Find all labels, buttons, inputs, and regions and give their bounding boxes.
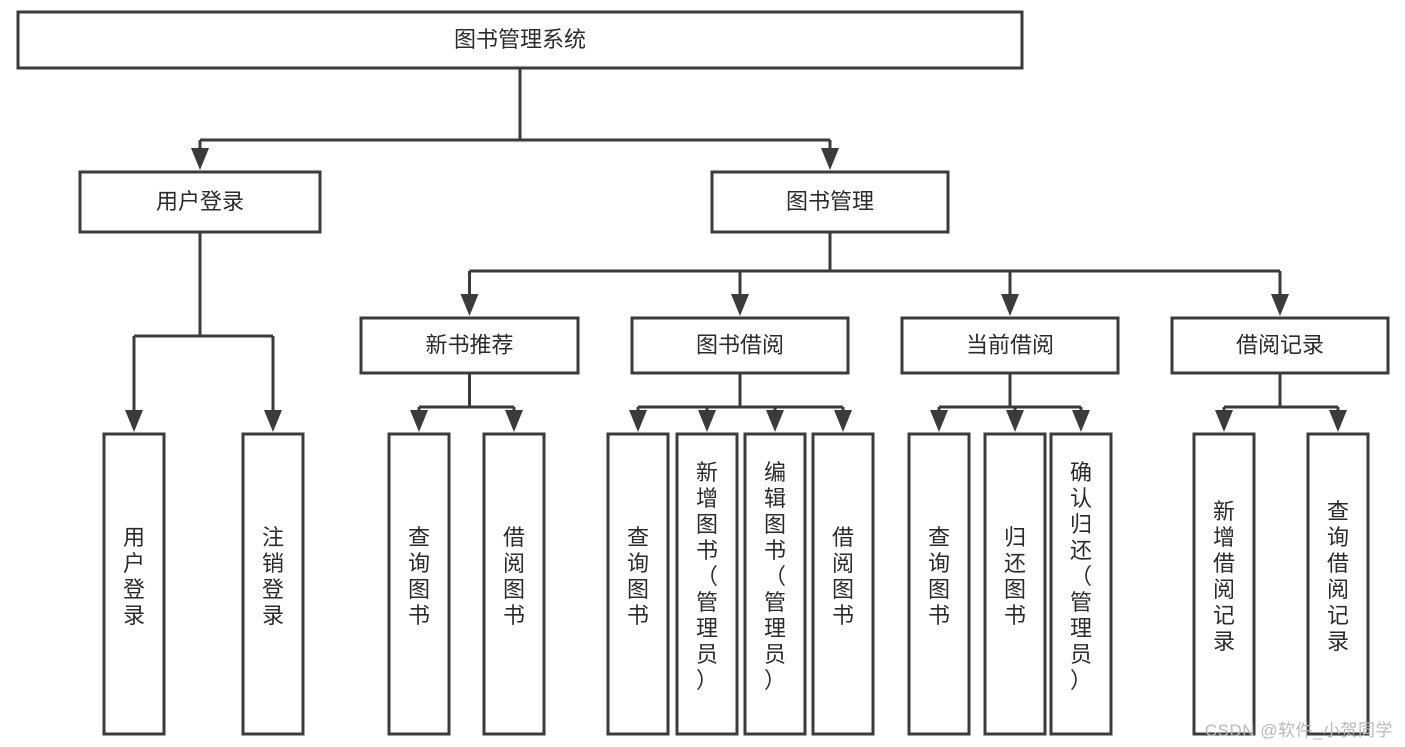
node-box-leaf-add-borrow-record[interactable] — [1192, 432, 1256, 736]
node-label-leaf-borrow-book: 借阅图书 — [832, 525, 854, 628]
node-label-leaf-return-book: 归还图书 — [1004, 525, 1026, 628]
node-box-leaf-query-book-recommend[interactable] — [387, 432, 451, 736]
leaf-node[interactable]: 查询借阅记录 — [1306, 432, 1370, 736]
arrow-head-icon — [930, 410, 948, 432]
level3-node[interactable]: 当前借阅 — [900, 316, 1120, 375]
arrow-head-icon — [834, 410, 852, 432]
node-box-leaf-return-book[interactable] — [983, 432, 1047, 736]
node-box-book-management[interactable] — [710, 170, 950, 234]
leaf-node[interactable]: 确认归还（管理员） — [1049, 432, 1113, 736]
node-label-new-book-recommend: 新书推荐 — [425, 332, 513, 357]
arrow-head-icon — [1215, 410, 1233, 432]
node-box-leaf-borrow-book[interactable] — [811, 432, 875, 736]
level3-node[interactable]: 借阅记录 — [1170, 316, 1390, 375]
node-box-leaf-query-borrow-record[interactable] — [1306, 432, 1370, 736]
leaf-node[interactable]: 查询图书 — [387, 432, 451, 736]
leaf-node[interactable]: 借阅图书 — [811, 432, 875, 736]
node-box-new-book-recommend[interactable] — [359, 316, 580, 375]
node-box-root[interactable] — [16, 10, 1024, 70]
node-label-leaf-logout: 注销登录 — [262, 525, 284, 628]
arrow-head-icon — [1001, 294, 1019, 316]
arrow-head-icon — [1006, 410, 1024, 432]
node-layer: 图书管理系统用户登录图书管理新书推荐图书借阅当前借阅借阅记录用户登录注销登录查询… — [16, 10, 1390, 736]
node-box-current-borrow[interactable] — [900, 316, 1120, 375]
node-box-leaf-add-book[interactable] — [675, 432, 739, 736]
leaf-node[interactable]: 归还图书 — [983, 432, 1047, 736]
node-label-leaf-borrow-book-recommend: 借阅图书 — [503, 525, 525, 628]
leaf-node[interactable]: 编辑图书（管理员） — [743, 432, 807, 736]
node-label-current-borrow: 当前借阅 — [966, 332, 1054, 357]
node-box-user-login[interactable] — [78, 170, 322, 234]
node-label-root: 图书管理系统 — [454, 27, 586, 52]
arrow-head-icon — [410, 410, 428, 432]
node-box-leaf-query-book-borrow[interactable] — [606, 432, 670, 736]
leaf-node[interactable]: 借阅图书 — [482, 432, 546, 736]
arrow-head-icon — [821, 148, 839, 170]
leaf-node[interactable]: 用户登录 — [102, 432, 166, 736]
root-node[interactable]: 图书管理系统 — [16, 10, 1024, 70]
node-label-leaf-query-book-borrow: 查询图书 — [627, 525, 649, 628]
arrow-head-icon — [731, 294, 749, 316]
arrow-head-icon — [629, 410, 647, 432]
level2-node[interactable]: 图书管理 — [710, 170, 950, 234]
node-label-user-login: 用户登录 — [156, 189, 244, 214]
node-box-leaf-query-book-current[interactable] — [907, 432, 971, 736]
node-label-leaf-query-book-recommend: 查询图书 — [408, 525, 430, 628]
node-label-leaf-query-book-current: 查询图书 — [928, 525, 950, 628]
node-label-borrow-record: 借阅记录 — [1236, 332, 1324, 357]
arrow-head-icon — [1271, 294, 1289, 316]
node-label-leaf-add-borrow-record: 新增借阅记录 — [1213, 499, 1235, 654]
node-label-leaf-edit-book: 编辑图书（管理员） — [764, 460, 786, 693]
node-label-book-management: 图书管理 — [786, 189, 874, 214]
node-label-leaf-user-login: 用户登录 — [123, 525, 145, 628]
level3-node[interactable]: 图书借阅 — [630, 316, 850, 375]
arrow-head-icon — [698, 410, 716, 432]
node-box-book-borrow[interactable] — [630, 316, 850, 375]
arrow-head-icon — [264, 410, 282, 432]
leaf-node[interactable]: 新增图书（管理员） — [675, 432, 739, 736]
leaf-node[interactable]: 查询图书 — [907, 432, 971, 736]
arrow-head-icon — [460, 294, 479, 316]
node-box-leaf-user-login[interactable] — [102, 432, 166, 736]
node-label-book-borrow: 图书借阅 — [696, 332, 784, 357]
connector-layer — [125, 68, 1347, 432]
node-box-leaf-borrow-book-recommend[interactable] — [482, 432, 546, 736]
node-box-leaf-confirm-return[interactable] — [1049, 432, 1113, 736]
node-label-leaf-query-borrow-record: 查询借阅记录 — [1327, 499, 1349, 654]
arrow-head-icon — [766, 410, 784, 432]
node-box-borrow-record[interactable] — [1170, 316, 1390, 375]
leaf-node[interactable]: 注销登录 — [241, 432, 305, 736]
arrow-head-icon — [505, 410, 523, 432]
node-label-leaf-add-book: 新增图书（管理员） — [696, 460, 718, 693]
level3-node[interactable]: 新书推荐 — [359, 316, 580, 375]
arrow-head-icon — [191, 148, 209, 170]
arrow-head-icon — [125, 410, 143, 432]
node-box-leaf-logout[interactable] — [241, 432, 305, 736]
csdn-watermark: CSDN @软件_小贺同学 — [1204, 721, 1393, 740]
leaf-node[interactable]: 查询图书 — [606, 432, 670, 736]
level2-node[interactable]: 用户登录 — [78, 170, 322, 234]
node-label-leaf-confirm-return: 确认归还（管理员） — [1070, 460, 1092, 693]
node-box-leaf-edit-book[interactable] — [743, 432, 807, 736]
arrow-head-icon — [1072, 410, 1090, 432]
arrow-head-icon — [1329, 410, 1347, 432]
leaf-node[interactable]: 新增借阅记录 — [1192, 432, 1256, 736]
